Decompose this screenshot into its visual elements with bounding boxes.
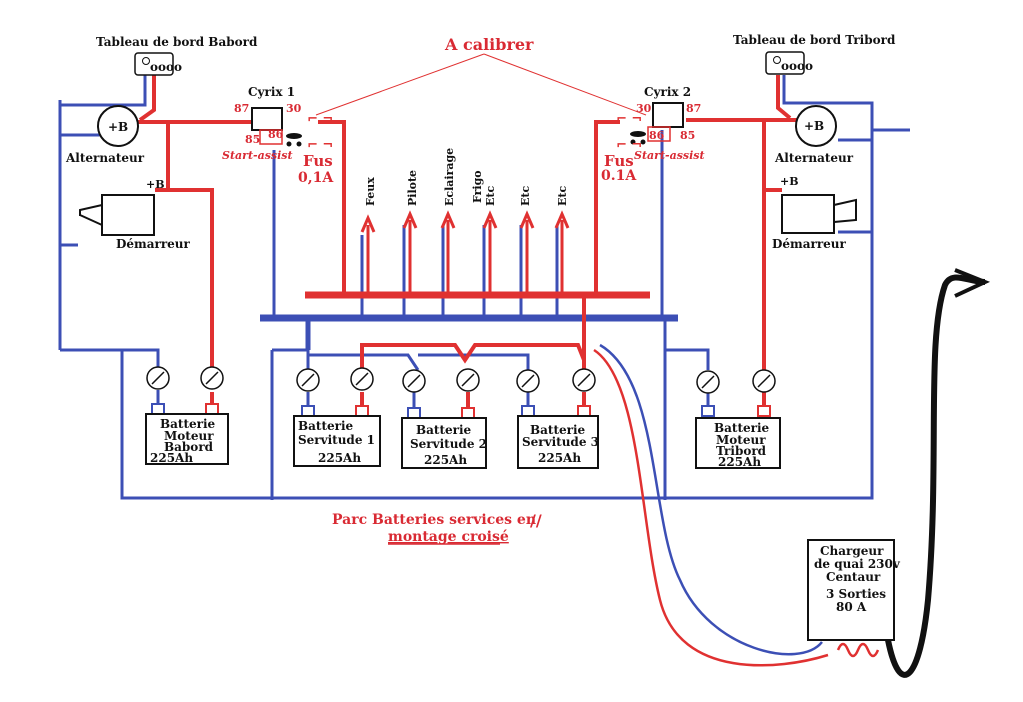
cyrix2-pin30: 30 xyxy=(636,102,652,115)
switch-icon xyxy=(146,366,170,390)
cyrix2-label: Cyrix 2 xyxy=(644,85,691,99)
svg-text:Batterie: Batterie xyxy=(714,421,770,435)
consumer-label: Etc xyxy=(484,186,497,206)
dashboard-tribord: oooo xyxy=(765,51,813,75)
switch-icon xyxy=(516,369,540,393)
demarreur-babord xyxy=(79,194,155,236)
cyrix2-pin85: 85 xyxy=(680,129,695,142)
switch-icon xyxy=(200,366,224,390)
switch-icon xyxy=(296,368,320,392)
demarreur-babord-plusb: +B xyxy=(146,178,165,191)
svg-text:3 Sorties: 3 Sorties xyxy=(826,587,886,601)
parc-label-line2: montage croisé xyxy=(388,529,509,545)
svg-text:Moteur: Moteur xyxy=(716,433,766,447)
svg-text:⌐ ¬: ⌐ ¬ xyxy=(616,138,642,153)
battery-moteur-tribord: Batterie Moteur Tribord 225Ah xyxy=(695,405,781,469)
svg-text:Batterie: Batterie xyxy=(530,423,586,437)
consumer-label: Feux xyxy=(364,177,377,206)
cyrix1-pin87: 87 xyxy=(234,102,249,115)
svg-text:225Ah: 225Ah xyxy=(718,455,761,469)
svg-text:oooo: oooo xyxy=(150,60,182,74)
switch-icon xyxy=(402,369,426,393)
svg-text:Servitude 2: Servitude 2 xyxy=(410,437,487,451)
fus-left-label: Fus xyxy=(303,152,333,170)
svg-text:Servitude 3: Servitude 3 xyxy=(522,435,599,449)
tableau-babord-label: Tableau de bord Babord xyxy=(96,35,258,49)
svg-text:⌐ ¬: ⌐ ¬ xyxy=(307,112,333,127)
svg-text:225Ah: 225Ah xyxy=(424,453,467,467)
fus-right-value: 0.1A xyxy=(601,168,637,184)
calibration-pointers xyxy=(315,53,647,116)
svg-text:80 A: 80 A xyxy=(836,600,867,614)
alternateur-tribord-label: Alternateur xyxy=(774,151,854,165)
cyrix2-pin86: 86 xyxy=(649,129,665,142)
consumer-label: Pilote xyxy=(406,170,419,206)
switch-icon xyxy=(696,370,720,394)
svg-text:Batterie: Batterie xyxy=(416,423,472,437)
cyrix1-label: Cyrix 1 xyxy=(248,85,295,99)
svg-text:Servitude 1: Servitude 1 xyxy=(298,433,375,447)
svg-text:225Ah: 225Ah xyxy=(150,451,193,465)
svg-text:Babord: Babord xyxy=(164,440,214,454)
consumer-label: Etc xyxy=(556,186,569,206)
demarreur-tribord-plusb: +B xyxy=(780,175,799,188)
tableau-tribord-label: Tableau de bord Tribord xyxy=(733,33,896,47)
cyrix1: ⌐ ¬ ⌐ ¬ xyxy=(251,107,333,153)
consumer-leads xyxy=(360,210,570,295)
positive-wiring xyxy=(132,75,800,410)
cyrix1-pin30: 30 xyxy=(286,102,302,115)
negative-wiring xyxy=(58,75,910,500)
demarreur-babord-label: Démarreur xyxy=(116,237,191,251)
parc-parallel-sign: // xyxy=(530,511,542,530)
svg-text:Chargeur: Chargeur xyxy=(820,544,884,558)
consumer-label: Eclairage xyxy=(443,148,456,206)
battery-servitude-3: Batterie Servitude 3 225Ah xyxy=(517,405,599,469)
battery-switches xyxy=(146,366,776,394)
battery-servitude-2: Batterie Servitude 2 225Ah xyxy=(401,407,487,469)
cyrix2-pin87: 87 xyxy=(686,102,701,115)
consumer-label: Frigo xyxy=(471,170,484,203)
switch-icon xyxy=(572,368,596,392)
svg-text:de quai 230v: de quai 230v xyxy=(814,557,901,571)
cyrix2: ⌐ ¬ ⌐ ¬ xyxy=(616,102,684,153)
fus-left-value: 0,1A xyxy=(298,170,334,186)
svg-text:Centaur: Centaur xyxy=(826,570,881,584)
alternateur-babord-label: Alternateur xyxy=(65,151,145,165)
switch-icon xyxy=(752,369,776,393)
demarreur-tribord-label: Démarreur xyxy=(772,237,847,251)
charger-cables xyxy=(593,268,991,678)
alternateur-tribord: +B xyxy=(795,105,837,147)
svg-text:225Ah: 225Ah xyxy=(318,451,361,465)
cyrix1-pin85: 85 xyxy=(245,133,260,146)
consumer-labels: Feux Pilote Eclairage Frigo Etc Etc Etc xyxy=(364,148,569,206)
svg-text:⌐ ¬: ⌐ ¬ xyxy=(307,138,333,153)
svg-text:⌐ ¬: ⌐ ¬ xyxy=(616,112,642,127)
svg-text:Batterie: Batterie xyxy=(298,419,354,433)
battery-servitude-1: Batterie Servitude 1 225Ah xyxy=(293,405,381,467)
battery-moteur-babord: Batterie Moteur Babord 225Ah xyxy=(145,403,229,465)
alternateur-babord: +B xyxy=(97,105,139,147)
cyrix2-start-assist: Start-assist xyxy=(634,149,705,162)
switch-icon xyxy=(456,368,480,392)
chargeur-quai: Chargeur de quai 230v Centaur 3 Sorties … xyxy=(807,539,901,641)
svg-text:+B: +B xyxy=(108,120,128,134)
parc-label-line1: Parc Batteries services en xyxy=(332,512,536,528)
svg-text:+B: +B xyxy=(804,119,824,133)
cyrix1-pin86: 86 xyxy=(268,128,284,141)
svg-text:oooo: oooo xyxy=(781,59,813,73)
svg-text:225Ah: 225Ah xyxy=(538,451,581,465)
a-calibrer-label: A calibrer xyxy=(444,35,534,54)
svg-text:Tribord: Tribord xyxy=(716,444,767,458)
switch-icon xyxy=(350,367,374,391)
svg-text:Batterie: Batterie xyxy=(160,417,216,431)
svg-text:Moteur: Moteur xyxy=(164,429,214,443)
cyrix1-start-assist: Start-assist xyxy=(222,149,293,162)
consumer-label: Etc xyxy=(519,186,532,206)
dashboard-babord: oooo xyxy=(134,52,182,76)
fus-right-label: Fus xyxy=(604,152,634,170)
demarreur-tribord xyxy=(781,194,857,234)
